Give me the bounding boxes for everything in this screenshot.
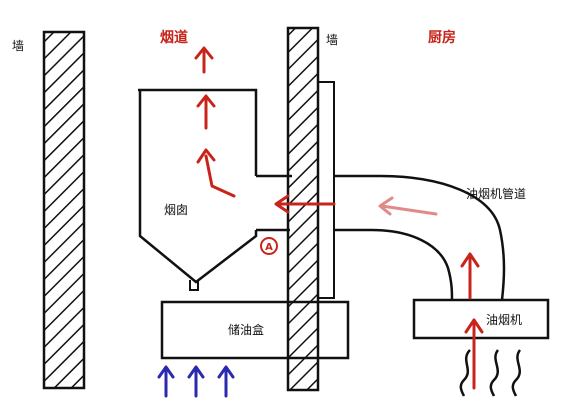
- oil-box: [160, 300, 350, 360]
- arrow-chimney-up: [196, 94, 216, 130]
- label-kitchen: 厨房: [428, 29, 456, 46]
- left-wall: [42, 30, 86, 390]
- exhaust-arrows: [194, 46, 484, 390]
- label-flue: 烟道: [160, 29, 188, 46]
- label-range-hood: 油烟机: [486, 313, 522, 327]
- label-chimney: 烟囱: [164, 203, 188, 217]
- arrow-box-up: [464, 318, 484, 390]
- arrow-flue-up: [194, 46, 214, 74]
- label-hood-duct: 油烟机管道: [466, 186, 526, 201]
- faded-duct-arrow: [378, 196, 438, 216]
- point-a-marker: [260, 237, 278, 255]
- heat-waves: [459, 349, 522, 397]
- label-point-a: A: [265, 242, 273, 253]
- hood-duct: [256, 174, 506, 301]
- arrow-hood-up: [460, 252, 480, 300]
- label-oil-box: 储油盒: [228, 322, 264, 337]
- label-wall-right: 墙: [326, 33, 338, 47]
- arrow-chimney-elbow: [196, 148, 236, 198]
- chimney: [138, 88, 258, 291]
- arrow-duct-left: [274, 194, 336, 214]
- label-wall-left: 墙: [12, 39, 24, 53]
- intake-arrows: [157, 365, 235, 398]
- right-wall: [286, 26, 335, 392]
- range-hood: [412, 298, 550, 340]
